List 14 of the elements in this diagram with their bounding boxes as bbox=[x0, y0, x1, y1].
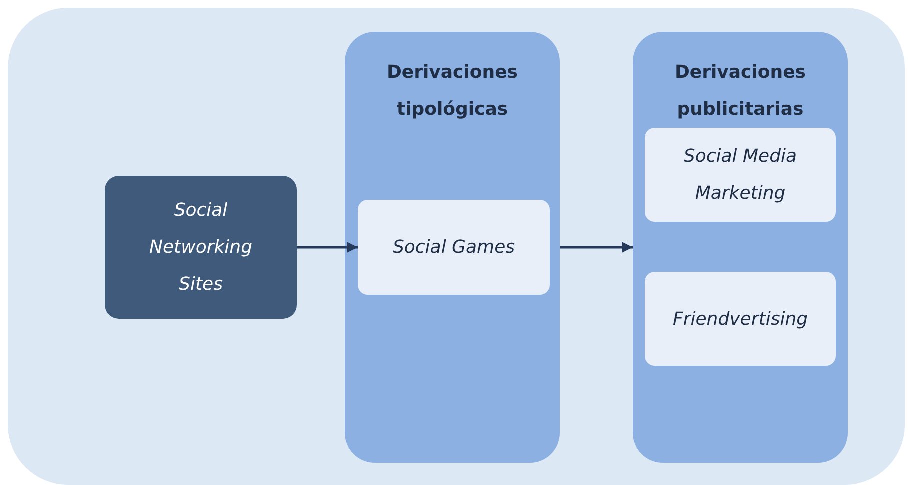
item-box bbox=[358, 200, 550, 295]
arrow bbox=[560, 242, 633, 254]
item-box bbox=[645, 128, 836, 222]
column-heading: Derivaciones tipológicas bbox=[386, 61, 520, 122]
arrow bbox=[297, 242, 358, 254]
column-heading: Derivaciones publicitarias bbox=[674, 61, 808, 122]
category-column bbox=[633, 32, 848, 463]
item-label: Social Networking Sites bbox=[148, 199, 254, 297]
item-label: Social Media Marketing bbox=[682, 145, 798, 206]
item-box bbox=[645, 272, 836, 366]
source-box bbox=[105, 176, 297, 319]
item-label: Social Games bbox=[392, 236, 516, 260]
item-label: Friendvertising bbox=[672, 308, 810, 332]
category-column bbox=[345, 32, 560, 463]
